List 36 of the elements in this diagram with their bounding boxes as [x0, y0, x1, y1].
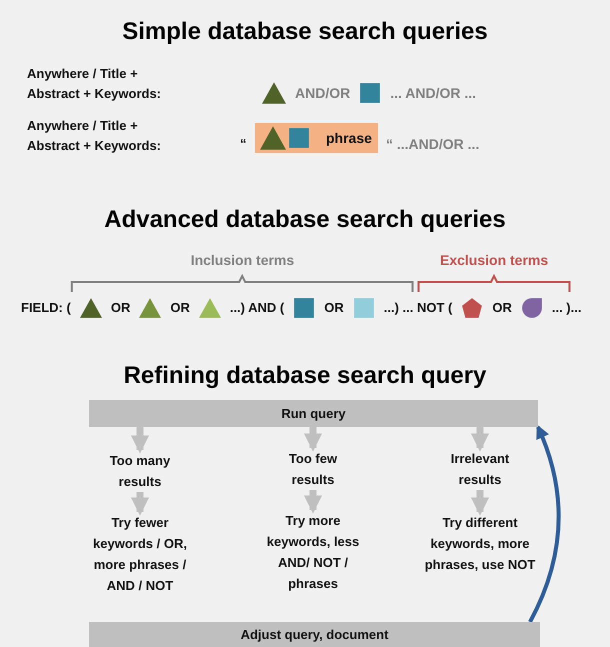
step-text: Try more keywords, less AND/ NOT / phrases	[259, 510, 367, 594]
field-label: Anywhere / Title + Abstract + Keywords:	[27, 117, 162, 155]
operator-text: ... AND/OR ...	[390, 84, 476, 103]
section-heading: Refining database search query	[122, 362, 488, 390]
operator-text: ...) ... NOT (	[384, 299, 452, 317]
section-heading: Simple database search queries	[121, 18, 489, 46]
operator-text: AND/OR	[295, 84, 350, 103]
section-heading: Advanced database search queries	[103, 206, 507, 234]
step-text: Try different keywords, more phrases, use NOT	[424, 512, 536, 575]
field-label: Anywhere / Title + Abstract + Keywords:	[27, 65, 162, 103]
phrase-box	[255, 123, 378, 153]
arrow	[130, 492, 150, 516]
group-label: Inclusion terms	[190, 251, 294, 270]
step-text: Irrelevant results	[436, 448, 524, 490]
operator-text: OR	[110, 299, 130, 317]
step-text: Too few results	[271, 448, 355, 490]
quote-mark: “	[240, 135, 246, 153]
step-text: Try fewer keywords / OR, more phrases / AND / NOT	[88, 512, 192, 596]
field-label: FIELD: (	[21, 299, 71, 317]
phrase-text: phrase	[326, 129, 372, 148]
arrow	[304, 490, 322, 514]
operator-text: ...) AND (	[230, 299, 284, 317]
operator-text: OR	[324, 299, 344, 317]
step-text: Too many results	[98, 450, 182, 492]
operator-text: OR	[492, 299, 512, 317]
arrow	[130, 427, 150, 454]
group-label: Exclusion terms	[440, 251, 548, 270]
arrow	[528, 424, 560, 623]
operator-text: ... )...	[552, 299, 582, 317]
arrow	[470, 427, 490, 452]
arrow	[304, 427, 322, 452]
operator-text: OR	[170, 299, 190, 317]
process-bar: Adjust query, document	[89, 622, 540, 647]
arrow	[470, 490, 490, 516]
operator-text: “ ...AND/OR ...	[386, 135, 480, 154]
process-bar: Run query	[89, 400, 538, 427]
